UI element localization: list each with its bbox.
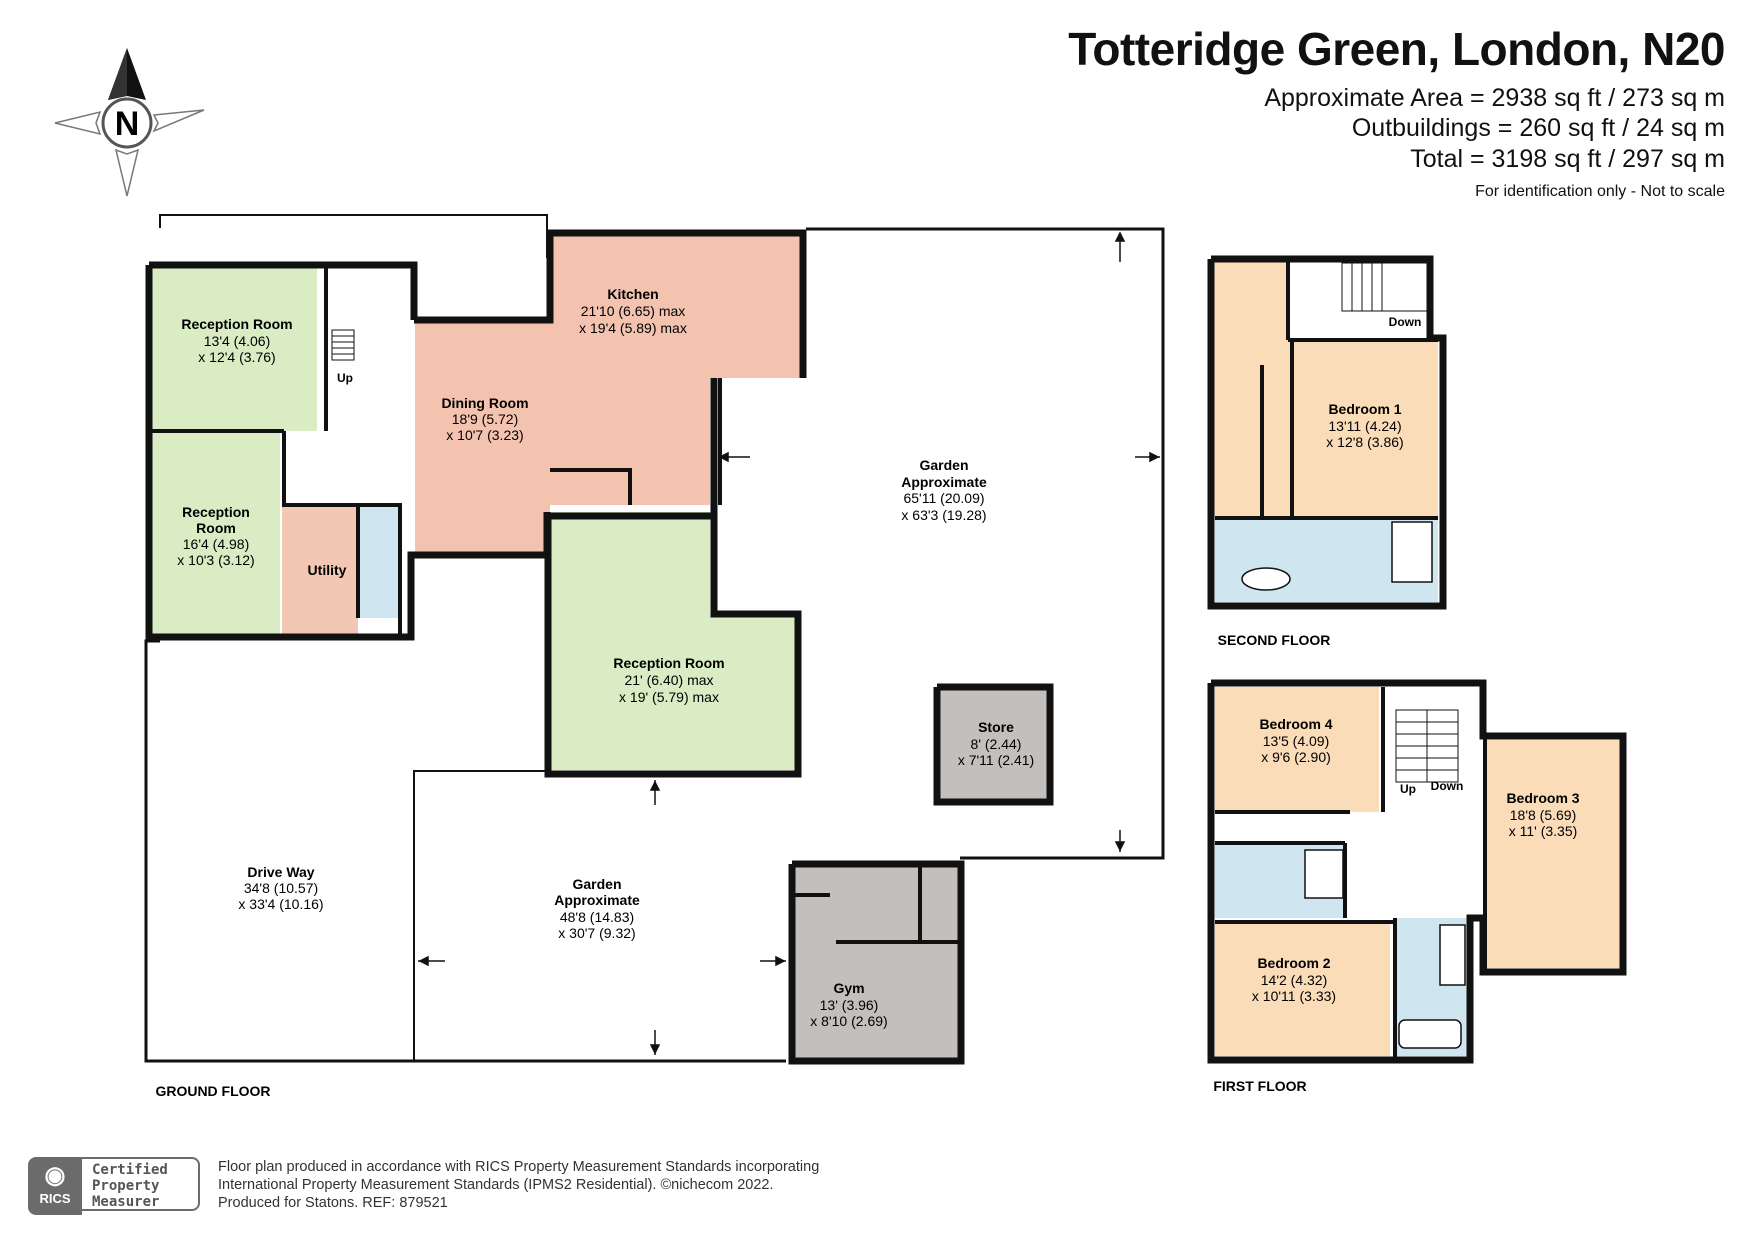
garden-2-name1: Garden (572, 876, 621, 892)
kitchen-dim1: 21'10 (6.65) max (581, 303, 686, 319)
bedroom-4-name: Bedroom 4 (1259, 716, 1332, 732)
property-title: Totteridge Green, London, N20 (1068, 23, 1725, 75)
garden-2-dim1: 48'8 (14.83) (560, 909, 634, 925)
badge-line-1: Certified (92, 1162, 168, 1178)
first-floor-plan: Up Down Bedroom 4 13'5 (4.09) x 9'6 (2.9… (1207, 679, 1627, 1094)
driveway-name: Drive Way (247, 864, 314, 880)
compass-rose-icon: N (54, 48, 205, 197)
reception-room-3 (550, 512, 795, 770)
garden-1-name2: Approximate (901, 474, 987, 490)
reception-room-1-dim2: x 12'4 (3.76) (198, 349, 275, 365)
garden-2-dim2: x 30'7 (9.32) (558, 925, 635, 941)
scale-note: For identification only - Not to scale (1475, 183, 1725, 200)
reception-room-3-dim2: x 19' (5.79) max (619, 689, 719, 705)
store-dim2: x 7'11 (2.41) (958, 752, 1034, 768)
reception-room-3-dim1: 21' (6.40) max (624, 672, 713, 688)
gym-dim1: 13' (3.96) (820, 997, 879, 1013)
dining-room-dim1: 18'9 (5.72) (452, 411, 519, 427)
garden-arrows (418, 231, 1160, 1055)
store-outbuilding (940, 690, 1047, 799)
approximate-area: Approximate Area = 2938 sq ft / 273 sq m (1264, 84, 1725, 112)
shower-icon (1391, 521, 1433, 583)
bedroom-1-dim1: 13'11 (4.24) (1328, 418, 1401, 434)
reception-room-2 (152, 431, 280, 634)
second-floor-plan: Down Bedroom 1 13'11 (4.24) x 12'8 (3.86… (1207, 255, 1447, 648)
store-dim1: 8' (2.44) (971, 736, 1022, 752)
reception-room-3-name: Reception Room (613, 655, 724, 671)
ground-floor-plan: Reception Room 13'4 (4.06) x 12'4 (3.76)… (144, 214, 1165, 1099)
stairs-up-label: Up (337, 371, 353, 385)
first-floor-staircase (1395, 709, 1459, 783)
bedroom-2 (1215, 922, 1390, 1056)
dining-room-dim2: x 10'7 (3.23) (446, 427, 523, 443)
store-name: Store (978, 719, 1014, 735)
reception-room-1 (152, 268, 317, 431)
bedroom-4 (1215, 687, 1379, 812)
ground-staircase (331, 329, 355, 361)
ground-wc (358, 505, 400, 618)
rics-certified-badge: ◉ RICS Certified Property Measurer (28, 1157, 204, 1215)
bathtub-icon-first (1398, 1019, 1462, 1049)
gym-dim2: x 8'10 (2.69) (810, 1013, 887, 1029)
bathtub-icon (1241, 567, 1291, 591)
reception-room-1-dim1: 13'4 (4.06) (204, 333, 271, 349)
second-floor-staircase (1341, 262, 1428, 312)
footer-line-3: Produced for Statons. REF: 879521 (218, 1195, 448, 1211)
second-floor-label: SECOND FLOOR (1218, 632, 1331, 648)
gym-name: Gym (833, 980, 864, 996)
rics-lion-icon: ◉ (44, 1162, 66, 1189)
bedroom-2-dim1: 14'2 (4.32) (1261, 972, 1328, 988)
driveway-dim2: x 33'4 (10.16) (238, 896, 323, 912)
total-area: Total = 3198 sq ft / 297 sq m (1410, 145, 1725, 173)
badge-line-3: Measurer (92, 1194, 160, 1210)
dining-kitchen (415, 233, 800, 552)
reception-room-1-name: Reception Room (181, 316, 292, 332)
garden-2-name2: Approximate (554, 892, 640, 908)
shower-icon-first (1304, 849, 1344, 899)
bedroom-4-dim1: 13'5 (4.09) (1263, 733, 1330, 749)
outbuildings-area: Outbuildings = 260 sq ft / 24 sq m (1351, 114, 1725, 142)
reception-room-2-name2: Room (196, 520, 236, 536)
first-floor-up-label: Up (1400, 782, 1416, 796)
garden-1-name1: Garden (919, 457, 968, 473)
gym-outbuilding (795, 866, 958, 1058)
bedroom-1 (1292, 345, 1438, 516)
badge-line-2: Property (92, 1178, 160, 1194)
utility-room (282, 505, 358, 640)
bedroom-2-dim2: x 10'11 (3.33) (1252, 988, 1336, 1004)
reception-room-2-name1: Reception (182, 504, 250, 520)
reception-room-2-dim2: x 10'3 (3.12) (177, 552, 254, 568)
dining-room-name: Dining Room (441, 395, 528, 411)
bedroom-3-dim1: 18'8 (5.69) (1510, 807, 1577, 823)
first-floor-down-label: Down (1431, 779, 1464, 793)
second-floor-down-label: Down (1389, 315, 1422, 329)
rics-logo: ◉ RICS (28, 1157, 82, 1215)
rics-logo-text: RICS (39, 1191, 71, 1206)
footer-line-1: Floor plan produced in accordance with R… (218, 1159, 820, 1175)
ground-floor-label: GROUND FLOOR (155, 1083, 270, 1099)
garden-1-dim2: x 63'3 (19.28) (901, 507, 986, 523)
bedroom-3 (1485, 740, 1620, 968)
garden-1-dim1: 65'11 (20.09) (903, 490, 984, 506)
shower-icon-bath (1439, 924, 1466, 986)
driveway-dim1: 34'8 (10.57) (244, 880, 318, 896)
kitchen-dim2: x 19'4 (5.89) max (579, 320, 687, 336)
first-floor-label: FIRST FLOOR (1213, 1078, 1306, 1094)
bedroom-3-name: Bedroom 3 (1506, 790, 1579, 806)
bedroom-3-dim2: x 11' (3.35) (1509, 823, 1578, 839)
compass-north-label: N (115, 105, 140, 143)
bedroom-1-dim2: x 12'8 (3.86) (1326, 434, 1403, 450)
footer-line-2: International Property Measurement Stand… (218, 1177, 774, 1193)
bedroom-4-dim2: x 9'6 (2.90) (1261, 749, 1331, 765)
reception-room-2-dim1: 16'4 (4.98) (183, 536, 250, 552)
bedroom-1-name: Bedroom 1 (1328, 401, 1401, 417)
bedroom-2-name: Bedroom 2 (1257, 955, 1330, 971)
kitchen-name: Kitchen (607, 286, 658, 302)
rics-badge-text: Certified Property Measurer (82, 1157, 200, 1211)
footer-text: Floor plan produced in accordance with R… (218, 1158, 819, 1212)
utility-name: Utility (308, 562, 347, 578)
